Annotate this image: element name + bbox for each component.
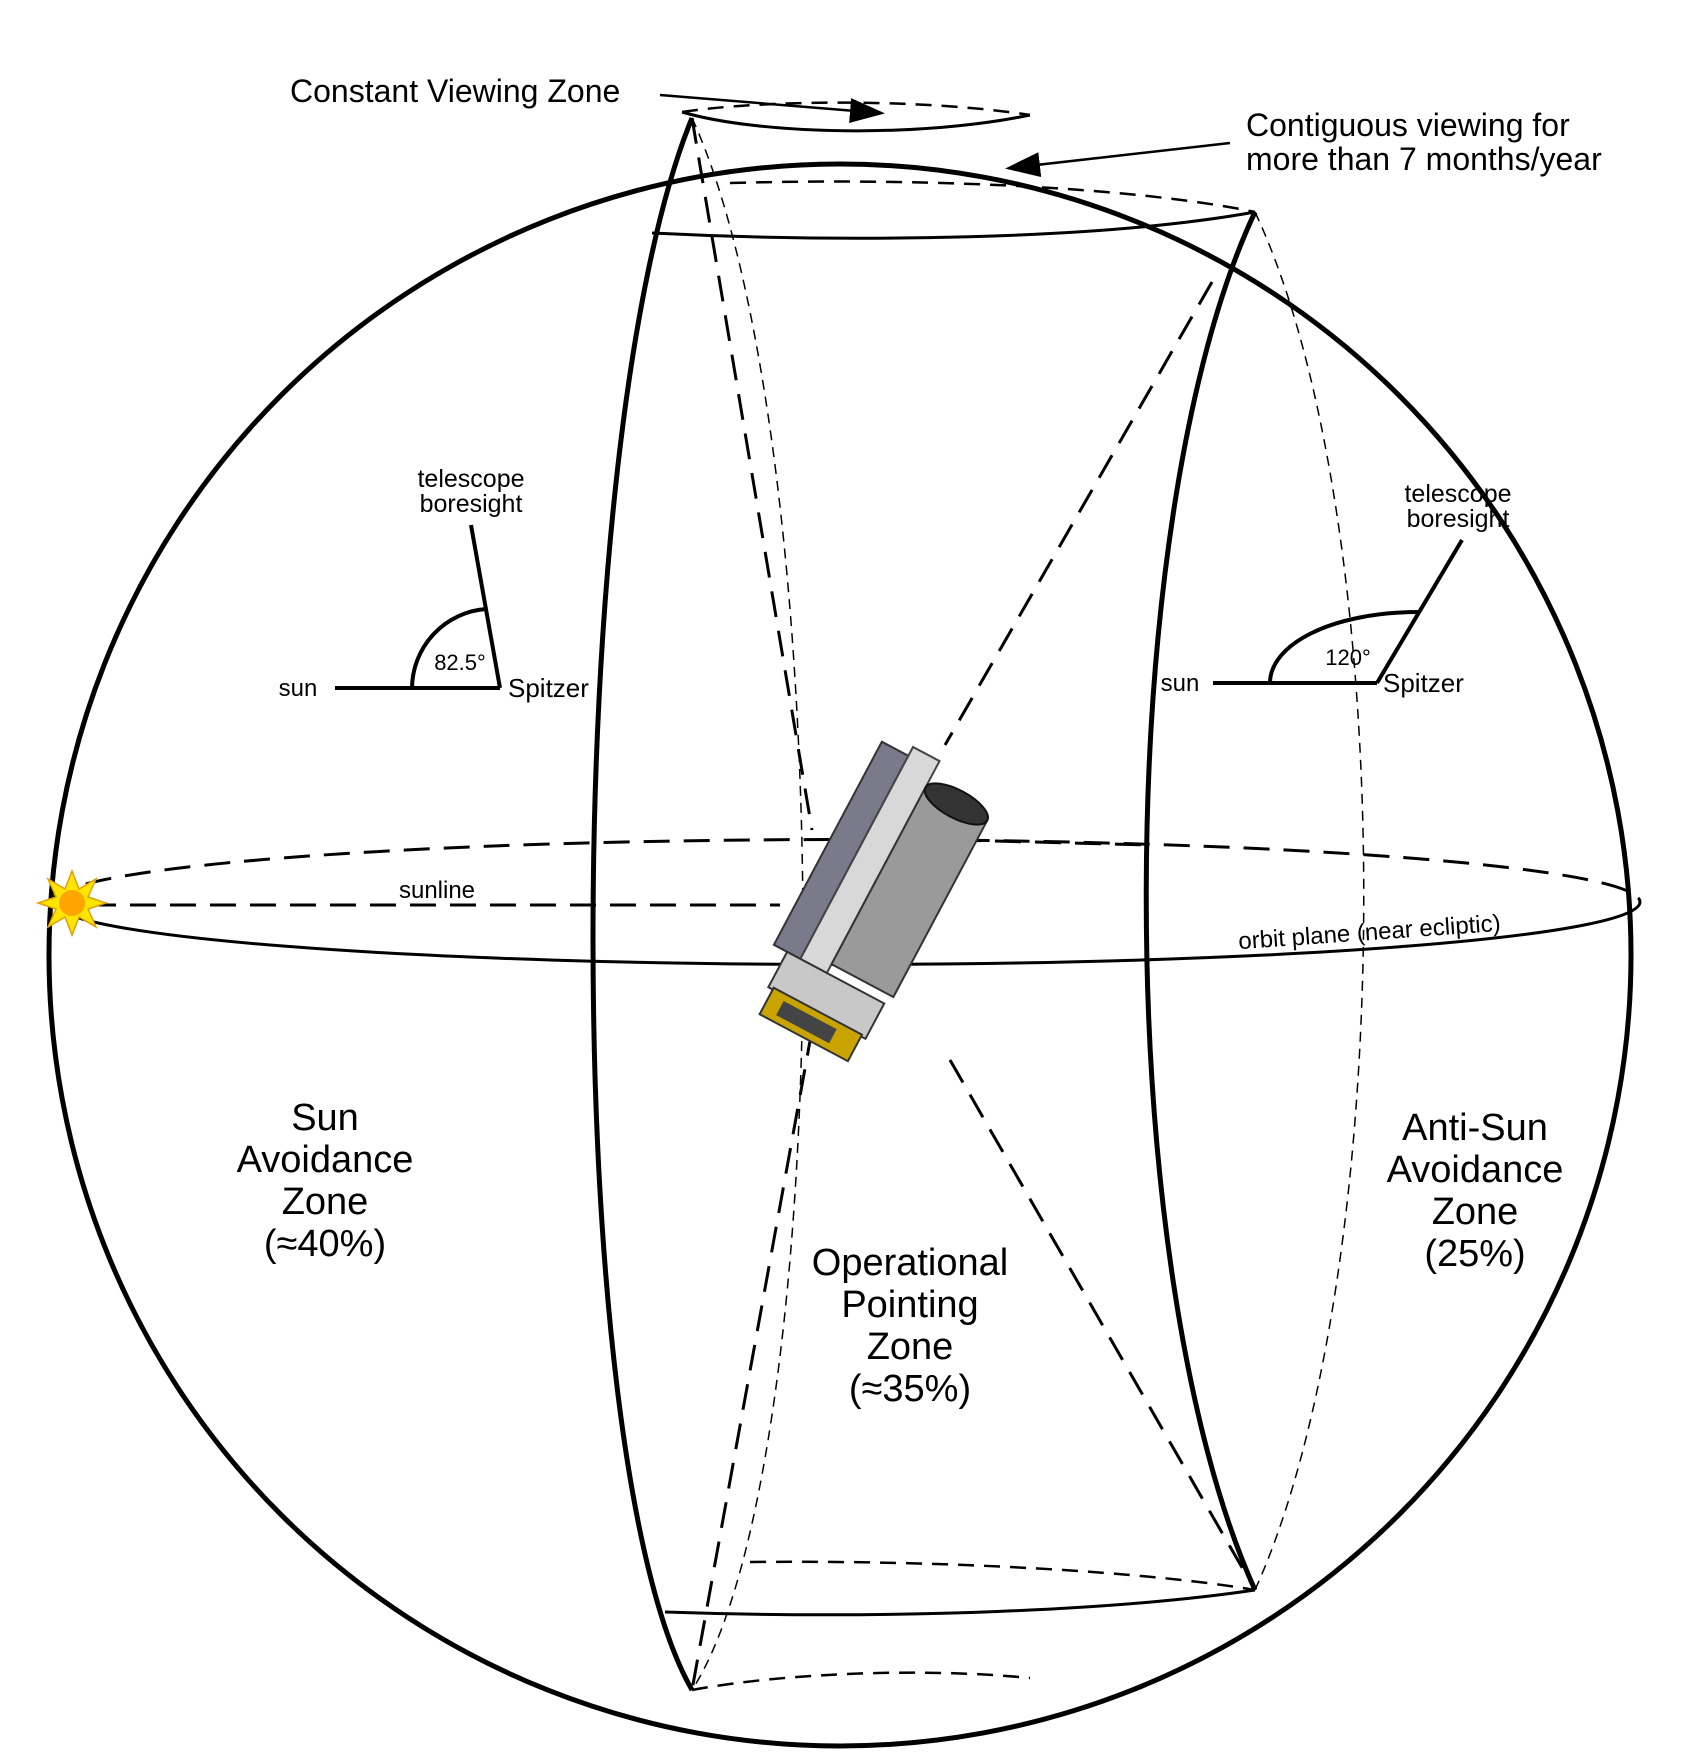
sun-avoidance-line2: Avoidance — [237, 1139, 414, 1181]
operational-line2: Pointing — [841, 1284, 978, 1326]
cvz-pointer-arrow — [659, 93, 885, 124]
anti-sun-line4: (25%) — [1424, 1233, 1525, 1275]
anti-sun-line3: Zone — [1432, 1191, 1519, 1233]
right-spitzer-label: Spitzer — [1383, 668, 1464, 698]
spitzer-spacecraft-icon — [758, 740, 989, 1063]
right-boundary-front — [1143, 210, 1258, 1592]
cvz-top-front — [681, 110, 1031, 133]
left-sun-label: sun — [279, 675, 318, 702]
anti-sun-line1: Anti-Sun — [1402, 1107, 1548, 1149]
operational-line4: (≈35%) — [849, 1368, 971, 1410]
left-boresight-label: boresight — [420, 490, 523, 518]
contiguous-pointer-arrow — [1005, 141, 1231, 178]
anti-sun-line2: Avoidance — [1387, 1149, 1564, 1191]
constant-viewing-zone-label: Constant Viewing Zone — [290, 73, 620, 109]
left-boundary-front — [590, 117, 695, 1692]
left-spitzer-label: Spitzer — [508, 673, 589, 703]
right-angle-gadget — [1213, 538, 1464, 685]
right-boundary-back-dashed — [1254, 211, 1365, 1591]
left-telescope-label: telescope — [417, 465, 524, 493]
sunline-right-continuation — [954, 838, 1151, 847]
operational-pointing-zone-label: Operational Pointing Zone (≈35%) — [812, 1242, 1008, 1410]
cvz-top-back — [681, 101, 1031, 117]
cone-line-lower-left — [690, 1029, 814, 1691]
left-boundary-back-dashed — [691, 117, 804, 1691]
sun-avoidance-zone-label: Sun Avoidance Zone (≈40%) — [237, 1097, 414, 1265]
right-telescope-label: telescope — [1404, 480, 1511, 508]
contiguous-band-bottom-front — [664, 1588, 1256, 1617]
contiguous-band-bottom-back — [749, 1560, 1256, 1592]
sun-avoidance-line3: Zone — [282, 1181, 369, 1223]
left-angle-gadget — [335, 524, 502, 690]
right-sun-label: sun — [1161, 670, 1200, 697]
cone-line-upper-right — [943, 281, 1214, 746]
contiguous-viewing-label-line1: Contiguous viewing for — [1246, 107, 1570, 143]
contiguous-band-top-front — [651, 210, 1256, 240]
operational-line3: Zone — [867, 1326, 954, 1368]
cone-line-upper-left — [690, 117, 814, 831]
contiguous-band-top-back — [729, 180, 1256, 214]
sun-avoidance-line4: (≈40%) — [264, 1223, 386, 1265]
sunline-label: sunline — [399, 877, 475, 904]
contiguous-viewing-label-line2: more than 7 months/year — [1246, 141, 1602, 177]
cvz-bottom-back — [691, 1671, 1031, 1692]
left-angle-label: 82.5° — [434, 650, 486, 675]
operational-line1: Operational — [812, 1242, 1008, 1284]
sun-avoidance-line1: Sun — [291, 1097, 359, 1139]
right-angle-label: 120° — [1325, 645, 1371, 670]
sun-icon — [35, 868, 109, 938]
right-boresight-label: boresight — [1407, 505, 1510, 533]
cone-line-lower-right — [948, 1059, 1257, 1591]
anti-sun-avoidance-zone-label: Anti-Sun Avoidance Zone (25%) — [1387, 1107, 1564, 1275]
celestial-sphere — [46, 161, 1634, 1749]
